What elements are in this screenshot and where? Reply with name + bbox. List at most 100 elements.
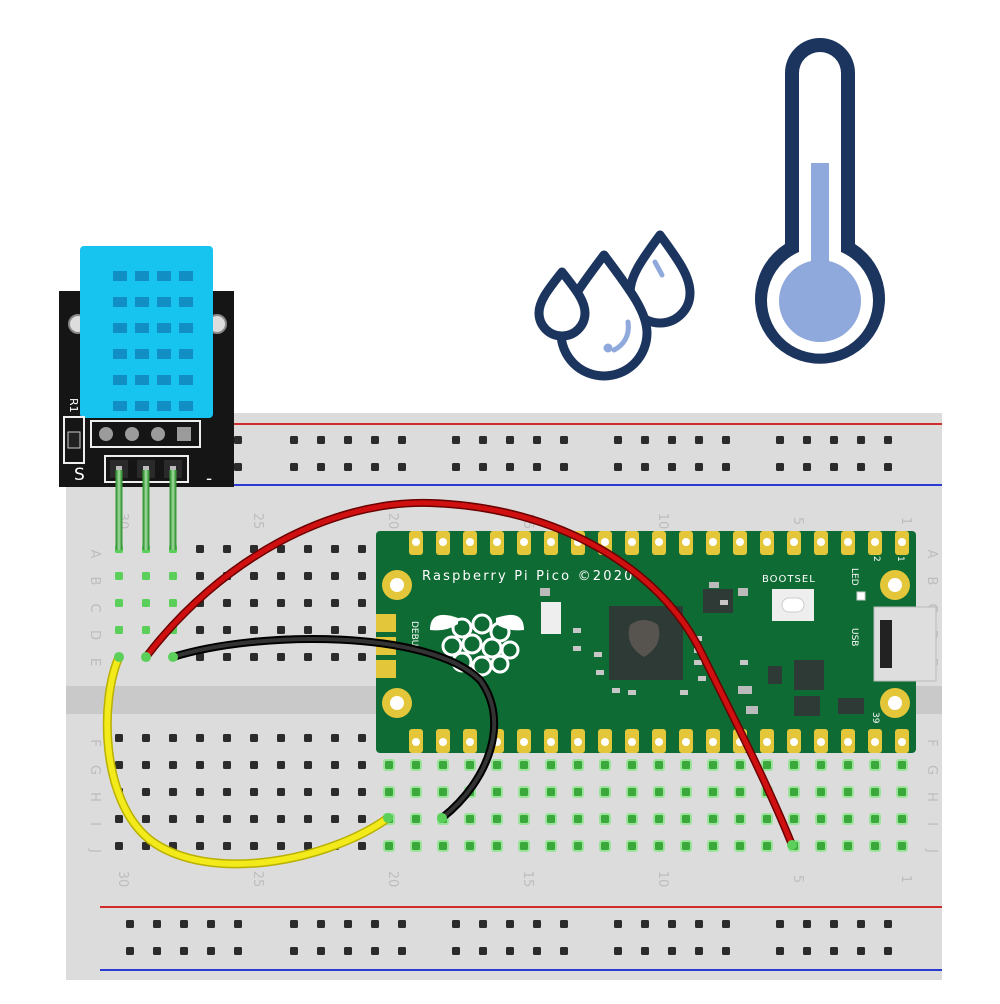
breadboard-hole xyxy=(439,842,447,850)
breadboard-hole xyxy=(817,815,825,823)
breadboard-hole xyxy=(682,842,690,850)
pico-debug-label: DEBUG xyxy=(409,621,419,653)
breadboard-hole xyxy=(250,815,258,823)
pico-pin-hole xyxy=(574,738,582,746)
breadboard-hole xyxy=(169,572,177,580)
breadboard-hole xyxy=(250,734,258,742)
breadboard-hole xyxy=(142,788,150,796)
breadboard-hole xyxy=(736,842,744,850)
breadboard-hole xyxy=(142,626,150,634)
breadboard-hole xyxy=(709,842,717,850)
power-rail-hole xyxy=(830,920,838,928)
breadboard-hole xyxy=(655,842,663,850)
smd-component xyxy=(720,600,728,605)
column-number-top: 25 xyxy=(250,513,265,530)
power-rail-hole xyxy=(290,947,298,955)
smd-component xyxy=(628,690,636,695)
pico-title: Raspberry Pi Pico ©2020 xyxy=(422,569,635,584)
breadboard-hole xyxy=(223,815,231,823)
column-number-top: 20 xyxy=(385,513,400,530)
pico-pin-hole xyxy=(817,738,825,746)
breadboard-hole xyxy=(412,761,420,769)
breadboard-hole xyxy=(250,599,258,607)
breadboard-hole xyxy=(250,842,258,850)
breadboard-hole xyxy=(358,545,366,553)
power-rail-hole xyxy=(234,947,242,955)
breadboard-hole xyxy=(331,545,339,553)
breadboard-hole xyxy=(574,788,582,796)
pico-pin-hole xyxy=(790,538,798,546)
pico-pin-hole xyxy=(817,538,825,546)
power-rail-hole xyxy=(560,463,568,471)
power-rail-hole xyxy=(830,947,838,955)
breadboard-hole xyxy=(601,842,609,850)
breadboard-hole xyxy=(304,626,312,634)
row-letter-right: I xyxy=(924,822,939,826)
breadboard-hole xyxy=(412,788,420,796)
power-rail-hole xyxy=(776,947,784,955)
raspberry-pi-pico: Raspberry Pi Pico ©2020 DEBUG BOOTSEL L xyxy=(376,531,937,753)
sensor-grille-slot xyxy=(135,375,149,385)
smd-component xyxy=(540,588,550,596)
pico-pin-hole xyxy=(763,738,771,746)
signal-pin-label: S xyxy=(74,465,85,485)
column-number-bottom: 1 xyxy=(898,875,913,883)
power-rail-hole xyxy=(884,463,892,471)
pico-pin-hole xyxy=(898,538,906,546)
breadboard-hole xyxy=(790,815,798,823)
breadboard-hole xyxy=(736,761,744,769)
power-rail-hole xyxy=(668,436,676,444)
row-letter-left: H xyxy=(87,792,102,802)
breadboard-hole xyxy=(358,761,366,769)
thermometer-icon xyxy=(755,38,885,364)
power-rail-hole xyxy=(207,947,215,955)
breadboard-hole xyxy=(142,734,150,742)
power-rail-hole xyxy=(479,947,487,955)
resistor-footprint xyxy=(63,416,85,464)
power-rail-hole xyxy=(560,947,568,955)
smd-component xyxy=(709,582,719,588)
breadboard-hole xyxy=(196,734,204,742)
breadboard-hole xyxy=(277,626,285,634)
breadboard-hole xyxy=(493,815,501,823)
breadboard-hole xyxy=(790,761,798,769)
column-number-bottom: 10 xyxy=(655,871,670,888)
power-rail-hole xyxy=(317,436,325,444)
bootsel-button-cap[interactable] xyxy=(781,597,805,613)
sensor-grille-slot xyxy=(157,323,171,333)
power-rail-hole xyxy=(506,436,514,444)
signal-wire-core xyxy=(104,654,391,867)
sensor-grille-slot xyxy=(157,271,171,281)
sensor-grille-slot xyxy=(135,297,149,307)
power-rail-hole xyxy=(830,463,838,471)
breadboard-hole xyxy=(250,761,258,769)
power-rail-hole xyxy=(479,463,487,471)
breadboard-hole xyxy=(871,761,879,769)
breadboard-hole xyxy=(898,761,906,769)
power-rail-hole xyxy=(695,920,703,928)
breadboard-hole xyxy=(817,842,825,850)
breadboard-hole xyxy=(277,653,285,661)
breadboard-hole xyxy=(169,815,177,823)
breadboard-hole xyxy=(358,626,366,634)
smd-component xyxy=(838,698,864,714)
breadboard-hole xyxy=(142,572,150,580)
power-rail-hole xyxy=(398,920,406,928)
breadboard-hole xyxy=(115,842,123,850)
power-rail-hole xyxy=(641,947,649,955)
breadboard-hole xyxy=(250,653,258,661)
power-rail-hole xyxy=(317,947,325,955)
power-rail-hole xyxy=(803,947,811,955)
pico-castellated-pads xyxy=(409,531,909,753)
row-letter-left: E xyxy=(87,658,102,666)
breadboard-hole xyxy=(277,842,285,850)
power-rail-hole xyxy=(533,947,541,955)
breadboard-hole xyxy=(898,815,906,823)
pico-pin-hole xyxy=(628,738,636,746)
power-rail-hole xyxy=(695,463,703,471)
power-rail-hole xyxy=(533,920,541,928)
ground-pin-label: - xyxy=(206,469,212,489)
power-rail-hole xyxy=(884,436,892,444)
sensor-leg-wires xyxy=(115,470,177,550)
